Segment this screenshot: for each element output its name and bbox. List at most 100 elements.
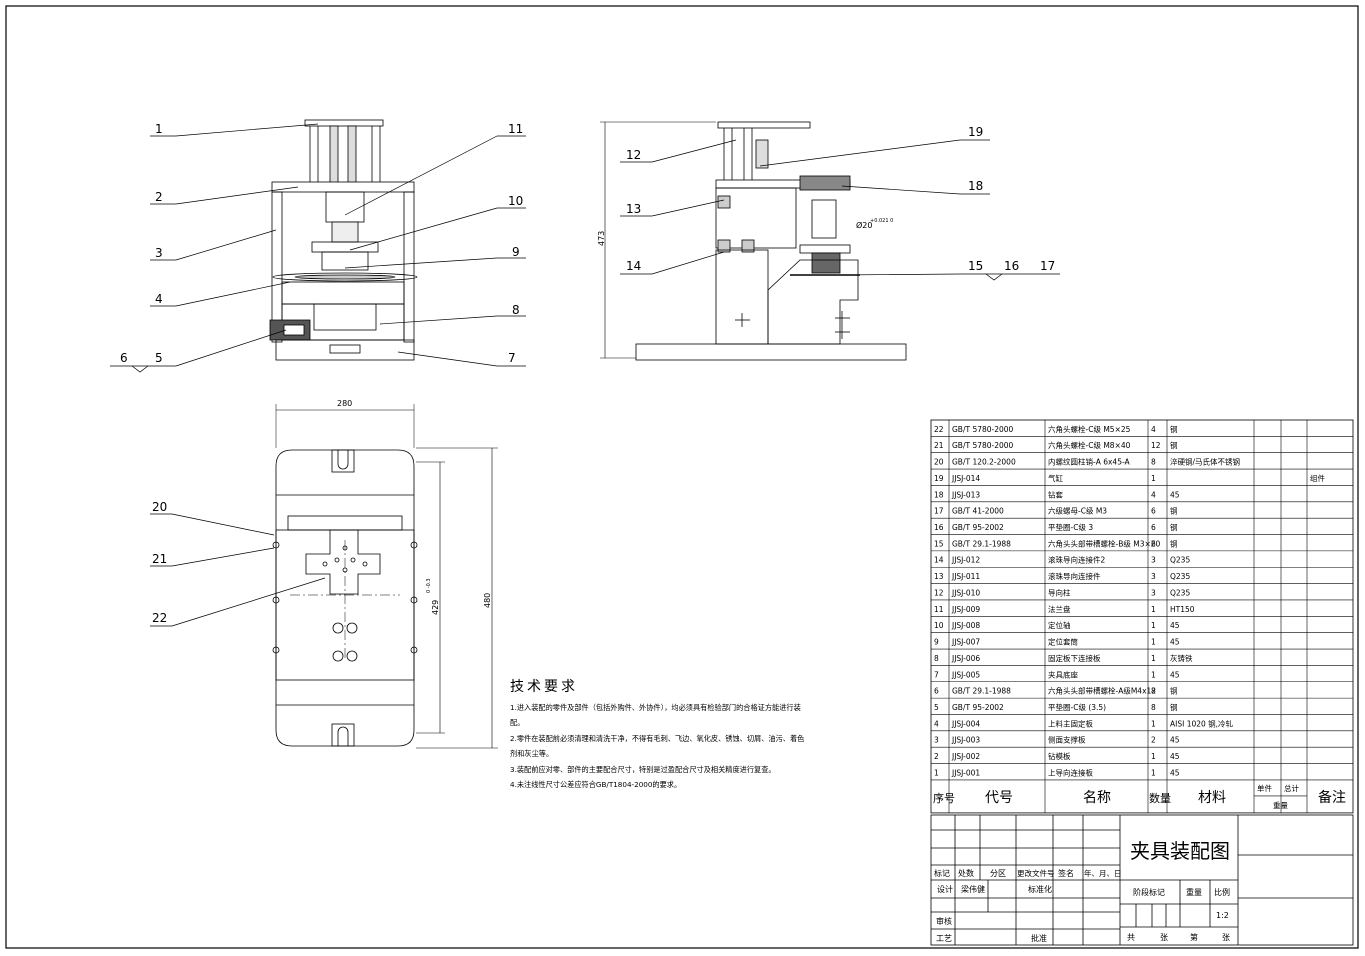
bom-cell-code: GB/T 5780-2000 xyxy=(952,425,1014,434)
bom-cell-qty: 6 xyxy=(1151,539,1156,548)
front-view-numbers: 1 2 3 4 5 6 7 8 9 10 11 xyxy=(120,122,523,365)
tech-req-4: 4.未注线性尺寸公差应符合GB/T1804-2000的要求。 xyxy=(510,780,682,789)
bom-cell-mat: 45 xyxy=(1170,621,1180,630)
tb-designer: 梁伟健 xyxy=(961,884,985,894)
front-view xyxy=(269,119,418,361)
bom-cell-name: 导向柱 xyxy=(1048,587,1071,597)
tb-standard: 标准化 xyxy=(1028,884,1052,894)
bom-cell-name: 滚珠导向连接件 xyxy=(1048,571,1101,581)
tb-zone: 分区 xyxy=(990,869,1006,878)
balloon-11: 11 xyxy=(508,122,523,136)
bom-header-weight: 总计 xyxy=(1284,783,1300,793)
bom-cell-code: JJSJ-007 xyxy=(951,638,980,647)
bom-cell-code: JJSJ-010 xyxy=(951,588,980,597)
bom-cell-name: 六角头螺栓-C级 M5×25 xyxy=(1048,424,1131,434)
balloon-7: 7 xyxy=(508,351,516,365)
bom-cell-qty: 8 xyxy=(1151,703,1156,712)
balloon-19: 19 xyxy=(968,125,983,139)
bom-cell-qty: 1 xyxy=(1151,768,1156,777)
balloon-9: 9 xyxy=(512,245,520,259)
bom-cell-no: 6 xyxy=(934,687,939,696)
bom-cell-name: 上料主固定板 xyxy=(1048,718,1093,728)
dim-height: 473 xyxy=(597,231,606,246)
bom-cell-qty: 12 xyxy=(1151,441,1161,450)
bom-cell-code: GB/T 95-2002 xyxy=(952,523,1004,532)
bom-cell-mat: 45 xyxy=(1170,752,1180,761)
tech-req-1: 1.进入装配的零件及部件（包括外购件、外协件），均必须具有检验部门的合格证方能进… xyxy=(510,702,801,728)
bom-cell-qty: 1 xyxy=(1151,638,1156,647)
bom-cell-no: 13 xyxy=(934,572,944,581)
bom-cell-mat: 钢 xyxy=(1170,686,1178,696)
bom-cell-qty: 1 xyxy=(1151,752,1156,761)
side-view-numbers: 12 13 14 15 16 17 18 19 xyxy=(626,125,1055,273)
bom-cell-mat: AISI 1020 钢,冷轧 xyxy=(1170,718,1234,728)
balloon-2: 2 xyxy=(155,190,163,204)
balloon-20: 20 xyxy=(152,500,167,514)
bom-cell-code: JJSJ-006 xyxy=(951,654,980,663)
bom-cell-name: 内螺纹圆柱销-A 6x45-A xyxy=(1048,457,1131,467)
bom-cell-name: 固定板下连接板 xyxy=(1048,653,1101,663)
bom-cell-name: 上导向连接板 xyxy=(1048,767,1093,777)
tb-change: 更改文件号 xyxy=(1017,868,1055,878)
tb-count: 处数 xyxy=(958,868,974,878)
bom-cell-code: GB/T 5780-2000 xyxy=(952,441,1014,450)
bom-cell-qty: 1 xyxy=(1151,670,1156,679)
bom-cell-qty: 1 xyxy=(1151,474,1156,483)
bom-cell-code: JJSJ-012 xyxy=(951,556,980,565)
bom-cell-mat: 45 xyxy=(1170,736,1180,745)
balloon-1: 1 xyxy=(155,122,163,136)
bom-cell-mat: 淬硬钢/马氏体不锈钢 xyxy=(1170,457,1240,467)
tb-total: 共 xyxy=(1127,933,1135,942)
balloon-8: 8 xyxy=(512,303,520,317)
drawing-title: 夹具装配图 xyxy=(1130,839,1230,863)
bom-cell-name: 气缸 xyxy=(1048,473,1064,483)
bom-cell-qty: 3 xyxy=(1151,572,1156,581)
bom-cell-no: 22 xyxy=(934,425,944,434)
bom-cell-code: GB/T 29.1-1988 xyxy=(952,539,1011,548)
bom-cell-no: 8 xyxy=(934,654,939,663)
bom-cell-mat: 45 xyxy=(1170,670,1180,679)
dim-width: 280 xyxy=(337,399,352,408)
bom-cell-name: 钻套 xyxy=(1048,489,1064,499)
bom-header-weight: 单件 xyxy=(1257,783,1273,793)
bom-header-cell: 代号 xyxy=(985,790,1013,806)
dim-bore: Ø20 xyxy=(856,220,872,230)
bom-cell-code: JJSJ-005 xyxy=(951,670,980,679)
bom-cell-qty: 8 xyxy=(1151,458,1156,467)
bom-cell-no: 3 xyxy=(934,736,939,745)
tb-sheets2: 张 xyxy=(1222,933,1230,942)
bom-cell-code: JJSJ-004 xyxy=(951,719,980,728)
bom-cell-code: JJSJ-008 xyxy=(951,621,980,630)
tb-check: 审核 xyxy=(936,916,952,926)
bom-cell-mat: Q235 xyxy=(1170,588,1190,597)
bom-cell-mat: 钢 xyxy=(1170,424,1178,434)
side-view-labels xyxy=(620,139,1060,281)
balloon-10: 10 xyxy=(508,194,523,208)
bom-cell-mat: 钢 xyxy=(1170,538,1178,548)
bom-cell-mat: Q235 xyxy=(1170,556,1190,565)
balloon-17: 17 xyxy=(1040,259,1055,273)
side-view xyxy=(600,121,907,361)
bom-cell-no: 19 xyxy=(934,474,944,483)
tb-sheet: 第 xyxy=(1190,932,1198,942)
balloon-12: 12 xyxy=(626,148,641,162)
bom-cell-code: JJSJ-001 xyxy=(951,768,980,777)
bom-cell-qty: 1 xyxy=(1151,621,1156,630)
bom-cell-no: 5 xyxy=(934,703,939,712)
dim-inner-tol: 0 -0.3 xyxy=(426,578,432,593)
bom-cell-no: 4 xyxy=(934,719,939,728)
bom-cell-name: 钻模板 xyxy=(1048,751,1071,761)
bom-cell-no: 21 xyxy=(934,441,944,450)
bom-cell-no: 7 xyxy=(934,670,939,679)
bom-cell-no: 12 xyxy=(934,588,944,597)
bom-cell-name: 六角头头部带槽螺栓-B级 M3×20 xyxy=(1048,538,1161,548)
dim-depth: 480 xyxy=(483,593,492,608)
bom-cell-mat: 45 xyxy=(1170,490,1180,499)
tb-date: 年、月、日 xyxy=(1084,868,1122,878)
tech-requirements: 技术要求 1.进入装配的零件及部件（包括外购件、外协件），均必须具有检验部门的合… xyxy=(510,679,810,793)
bom-header-cell: 备注 xyxy=(1318,789,1346,806)
bom-cell-mat: 钢 xyxy=(1170,506,1178,516)
bom-cell-code: JJSJ-002 xyxy=(951,752,980,761)
bom-cell-no: 1 xyxy=(934,768,939,777)
tech-requirements-heading: 技术要求 xyxy=(510,679,578,695)
